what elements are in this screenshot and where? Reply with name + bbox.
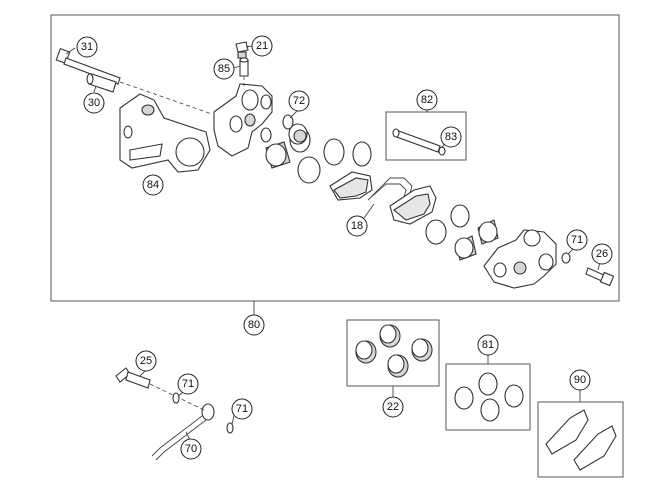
caliper-bracket (119, 93, 211, 173)
callout-25[interactable]: 25 (135, 350, 157, 372)
piston-seals (323, 138, 372, 167)
brake-pad-left (329, 171, 373, 201)
callout-31-label: 31 (81, 41, 93, 53)
callout-72[interactable]: 72 (288, 90, 310, 112)
callout-22-label: 22 (387, 401, 399, 413)
callout-22[interactable]: 22 (382, 396, 404, 418)
pistons-left (265, 123, 308, 169)
callout-83-label: 83 (445, 131, 457, 143)
piston-kit-pistons (355, 324, 433, 378)
callout-21[interactable]: 21 (251, 35, 273, 57)
callout-70[interactable]: 70 (180, 438, 202, 460)
callout-30[interactable]: 30 (83, 92, 105, 114)
bleed-cap (239, 57, 249, 77)
caliper-housing-inner (483, 229, 557, 289)
callout-83[interactable]: 83 (440, 126, 462, 148)
callout-18-label: 18 (351, 220, 363, 232)
callout-31[interactable]: 31 (76, 36, 98, 58)
pistons-right (454, 219, 499, 261)
seal-rings-right (425, 204, 571, 264)
callout-84[interactable]: 84 (142, 174, 164, 196)
callout-85-label: 85 (218, 63, 230, 75)
callout-71-banjo-right[interactable]: 71 (231, 398, 253, 420)
callout-84-label: 84 (147, 179, 159, 191)
caliper-housing-outer (213, 83, 273, 157)
callout-85[interactable]: 85 (213, 58, 235, 80)
callout-81-label: 81 (482, 339, 494, 351)
housing-bolt (585, 267, 615, 287)
callout-81[interactable]: 81 (477, 334, 499, 356)
callout-30-label: 30 (88, 97, 100, 109)
pin-clip (438, 146, 446, 156)
callout-25-label: 25 (140, 355, 152, 367)
caliper-assembly-frame (50, 14, 620, 302)
guide-sleeve (86, 73, 117, 93)
callout-21-label: 21 (256, 40, 268, 52)
brake-line (115, 367, 215, 461)
callout-72-label: 72 (293, 95, 305, 107)
callout-80[interactable]: 80 (243, 314, 265, 336)
callout-70-label: 70 (185, 443, 197, 455)
callout-71-banjo-right-label: 71 (236, 403, 248, 415)
pad-pin (392, 128, 441, 153)
callout-18[interactable]: 18 (346, 215, 368, 237)
seal-kit-rings (454, 372, 524, 422)
brake-pad-right (389, 185, 437, 225)
brake-pad-kit-pads (545, 409, 617, 471)
callout-90-label: 90 (574, 374, 586, 386)
callout-82[interactable]: 82 (416, 89, 438, 111)
bleed-screw (235, 41, 249, 59)
pin-kit-frame (385, 111, 467, 161)
brake-pad-kit-frame (537, 401, 624, 478)
banjo-washers (172, 392, 234, 434)
guide-bolt (55, 47, 121, 85)
callout-26[interactable]: 26 (591, 243, 613, 265)
callout-71-banjo-left[interactable]: 71 (177, 373, 199, 395)
callout-26-label: 26 (596, 248, 608, 260)
callout-71-housing[interactable]: 71 (566, 229, 588, 251)
callout-82-label: 82 (421, 94, 433, 106)
callout-71-banjo-left-label: 71 (182, 378, 194, 390)
callout-90[interactable]: 90 (569, 369, 591, 391)
callout-80-label: 80 (248, 319, 260, 331)
callout-71-housing-label: 71 (571, 234, 583, 246)
